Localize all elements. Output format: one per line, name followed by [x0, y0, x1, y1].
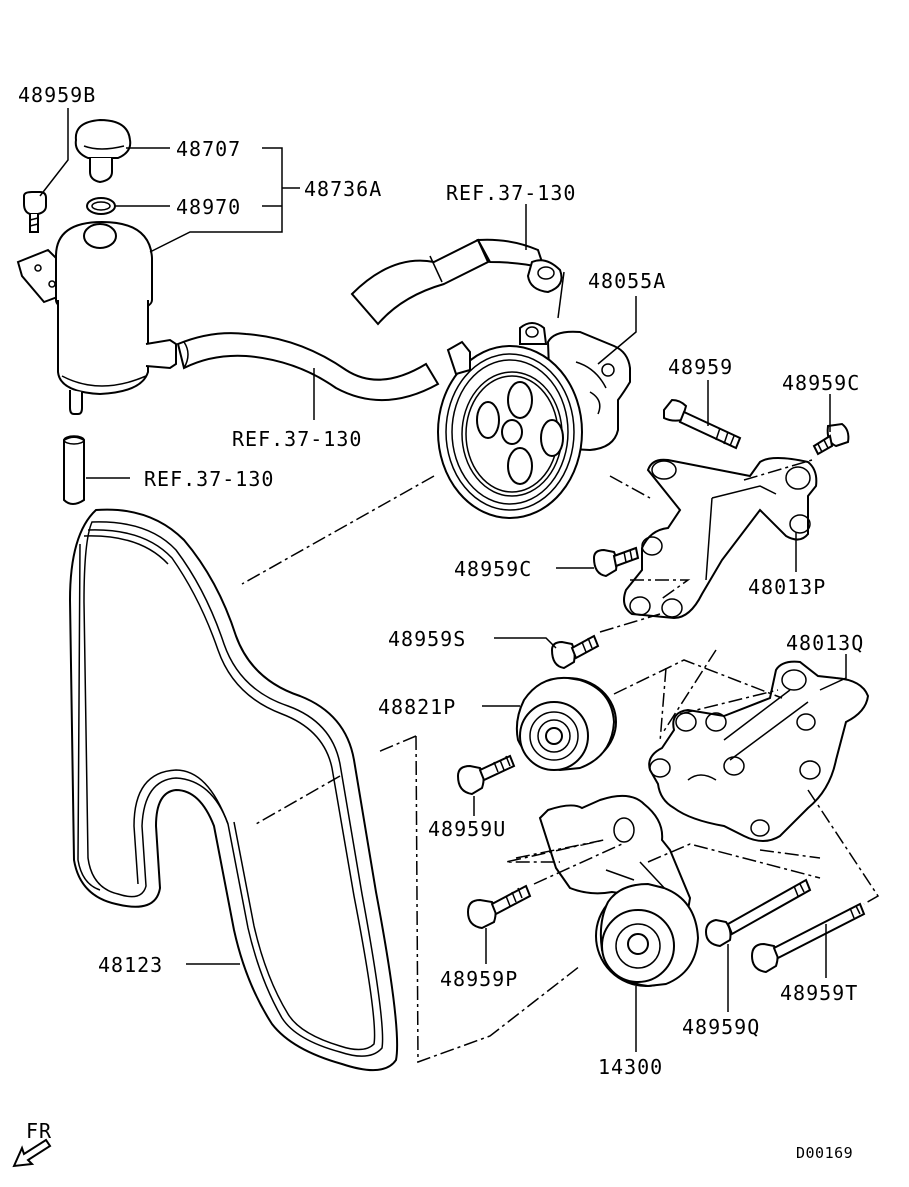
bolt-48959p[interactable]	[466, 884, 532, 930]
label-48055a[interactable]: 48055A	[588, 269, 666, 293]
label-48013q[interactable]: 48013Q	[786, 631, 864, 655]
bolt-48959q[interactable]	[704, 878, 812, 948]
label-48959q[interactable]: 48959Q	[682, 1015, 760, 1039]
label-48959t[interactable]: 48959T	[780, 981, 858, 1005]
label-14300[interactable]: 14300	[598, 1055, 663, 1079]
bolt-48959c-left[interactable]	[592, 546, 640, 578]
supply-hose[interactable]	[176, 332, 440, 402]
reservoir-outlet-hose[interactable]	[63, 435, 85, 505]
label-ref-mid[interactable]: REF.37-130	[232, 427, 362, 451]
label-ref-top[interactable]: REF.37-130	[446, 181, 576, 205]
power-steering-pump[interactable]	[437, 322, 631, 519]
label-48970[interactable]: 48970	[176, 195, 241, 219]
alignment-lines	[241, 459, 880, 1064]
label-ref-low[interactable]: REF.37-130	[144, 467, 274, 491]
front-label: FR	[26, 1119, 52, 1143]
label-48959[interactable]: 48959	[668, 355, 733, 379]
label-48959u[interactable]: 48959U	[428, 817, 506, 841]
callout-labels: 48959B 48707 48970 48736A REF.37-130 480…	[18, 83, 864, 1079]
label-48959c-left[interactable]: 48959C	[454, 557, 532, 581]
label-48959p[interactable]: 48959P	[440, 967, 518, 991]
front-arrow-icon	[12, 1138, 52, 1168]
label-48821p[interactable]: 48821P	[378, 695, 456, 719]
reservoir-cap[interactable]	[74, 118, 132, 184]
reservoir-tank[interactable]	[16, 220, 177, 415]
bolt-48959t[interactable]	[750, 902, 866, 974]
bolt-48959u[interactable]	[456, 754, 516, 796]
serpentine-belt[interactable]	[68, 508, 399, 1071]
leader-lines	[39, 108, 847, 1052]
label-48707[interactable]: 48707	[176, 137, 241, 161]
bolt-48959s[interactable]	[550, 634, 600, 670]
tensioner-pulley[interactable]	[595, 882, 700, 988]
label-48959b[interactable]: 48959B	[18, 83, 96, 107]
bolt-48959c-right[interactable]	[812, 422, 850, 456]
label-48123[interactable]: 48123	[98, 953, 163, 977]
bracket-upper[interactable]	[623, 457, 818, 620]
reservoir-o-ring[interactable]	[86, 197, 116, 215]
label-48959c-right[interactable]: 48959C	[782, 371, 860, 395]
idler-pulley[interactable]	[515, 676, 617, 772]
front-direction-indicator: FR	[12, 1119, 52, 1168]
pressure-hose[interactable]	[350, 238, 565, 326]
bracket-lower[interactable]	[648, 660, 870, 842]
bolt-48959[interactable]	[663, 398, 742, 450]
label-48736a[interactable]: 48736A	[304, 177, 382, 201]
label-48959s[interactable]: 48959S	[388, 627, 466, 651]
diagram-code: D00169	[796, 1144, 853, 1162]
reservoir-bolt[interactable]	[23, 191, 47, 233]
label-48013p[interactable]: 48013P	[748, 575, 826, 599]
